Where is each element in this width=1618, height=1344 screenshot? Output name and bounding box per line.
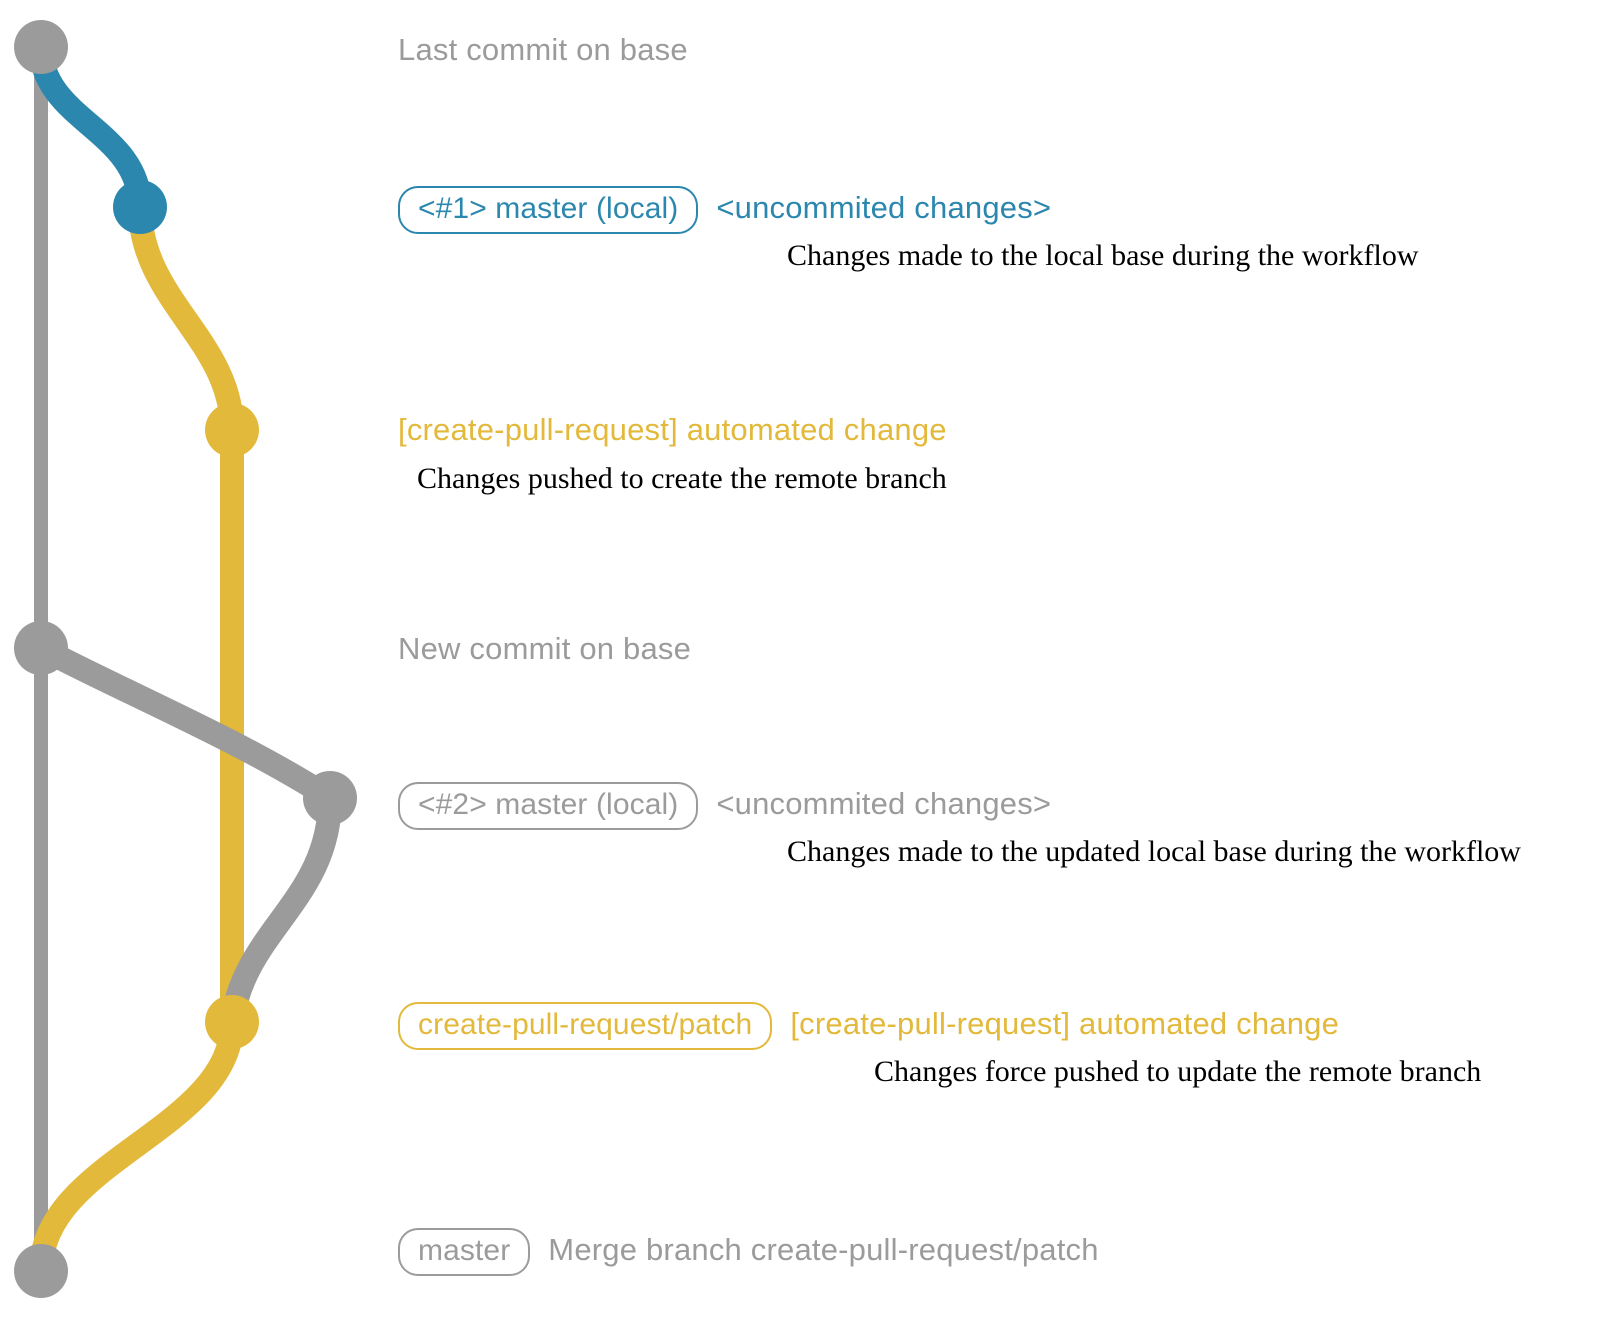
row-local-master-1: <#1> master (local) <uncommited changes> (398, 186, 1051, 234)
commit-node-base-last (14, 20, 68, 74)
commit-node-remote-patch-create (205, 403, 259, 457)
row-patch-branch: create-pull-request/patch [create-pull-r… (398, 1002, 1339, 1050)
description-patch-branch: Changes force pushed to update the remot… (874, 1055, 1482, 1088)
row-local-master-2: <#2> master (local) <uncommited changes> (398, 782, 1051, 830)
description-automated-change-1: Changes pushed to create the remote bran… (417, 462, 947, 495)
branch-chip-master[interactable]: master (398, 1228, 531, 1276)
branch-chip-patch[interactable]: create-pull-request/patch (398, 1002, 773, 1050)
commit-node-base-merge (14, 1244, 68, 1298)
description-local-master-1: Changes made to the local base during th… (787, 239, 1419, 272)
commit-message-local-master-2: <uncommited changes> (716, 786, 1052, 821)
description-local-master-2: Changes made to the updated local base d… (787, 835, 1521, 868)
row-automated-change-1: [create-pull-request] automated change (398, 412, 947, 448)
commit-node-local-master-2 (303, 771, 357, 825)
local-to-remote-line (220, 786, 342, 1034)
commit-node-remote-patch-update (205, 995, 259, 1049)
commit-message-patch: [create-pull-request] automated change (790, 1006, 1340, 1041)
commit-node-base-new (14, 621, 68, 675)
section-title-new-commit: New commit on base (398, 631, 692, 666)
row-master-merge: master Merge branch create-pull-request/… (398, 1228, 1099, 1276)
section-title-last-commit: Last commit on base (398, 32, 688, 67)
row-last-commit-on-base: Last commit on base (398, 32, 688, 68)
commit-message-automated-change-1: [create-pull-request] automated change (398, 412, 947, 447)
local-branch-line-2 (29, 636, 342, 810)
commit-node-local-master-1 (113, 180, 167, 234)
commit-message-master-merge: Merge branch create-pull-request/patch (548, 1232, 1099, 1267)
branch-chip-local-master-2[interactable]: <#2> master (local) (398, 782, 699, 830)
merge-line (29, 1010, 244, 1283)
commit-message-local-master-1: <uncommited changes> (716, 190, 1052, 225)
local-branch-line-1 (29, 35, 152, 219)
remote-branch-line-create (128, 195, 244, 442)
branch-chip-local-master-1[interactable]: <#1> master (local) (398, 186, 699, 234)
git-graph (14, 20, 357, 1298)
row-new-commit-on-base: New commit on base (398, 631, 691, 667)
